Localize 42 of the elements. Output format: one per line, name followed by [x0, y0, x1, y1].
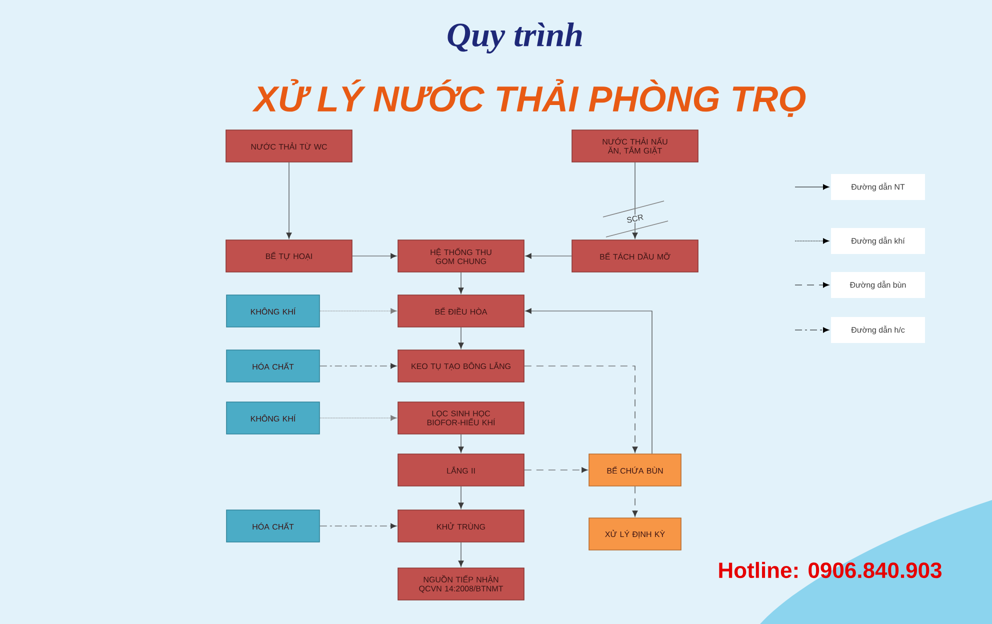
arrow: [458, 542, 464, 567]
process-box: HÓA CHẤT: [226, 510, 320, 542]
edge-label: SCR: [624, 212, 646, 224]
process-box: BỂ ĐIỀU HÒA: [398, 294, 524, 328]
arrow: [352, 253, 397, 259]
title: XỬ LÝ NƯỚC THẢI PHÒNG TRỌ: [252, 79, 806, 117]
hotline-text: Hotline: 0906.840.903: [719, 562, 942, 578]
arrow: [632, 486, 638, 517]
arrow: [458, 327, 464, 349]
arrow: [320, 415, 397, 421]
process-box: BỂ CHỨA BÙN: [588, 454, 682, 486]
process-box: KHÔNG KHÍ: [226, 294, 320, 328]
arrow: [320, 363, 397, 369]
arrow: [458, 272, 464, 294]
process-box: KHÔNG KHÍ: [226, 402, 320, 434]
legend-label: Đường dẫn khí: [831, 228, 925, 254]
arrow: [458, 486, 464, 509]
process-box: KEO TỤ TẠO BÔNG LẮNG: [398, 350, 524, 382]
process-box: BỂ TÁCH DẦU MỠ: [572, 240, 698, 272]
process-box: XỬ LÝ ĐỊNH KỲ: [588, 518, 682, 550]
legend-label: Đường dẫn NT: [831, 174, 925, 200]
process-box: NƯỚC THẢI NẤU ĂN, TẮM GIẶT: [572, 130, 698, 162]
process-box: HÓA CHẤT: [226, 350, 320, 382]
arrow: [286, 162, 292, 239]
process-box: KHỬ TRÙNG: [398, 510, 524, 542]
process-box: HỆ THỐNG THU GOM CHUNG: [398, 240, 524, 272]
arrow: [632, 162, 638, 239]
arrow: [524, 366, 638, 453]
arrow: [320, 523, 397, 529]
arrow: [320, 308, 397, 314]
process-box: LỌC SINH HỌC BIOFOR-HIẾU KHÍ: [398, 402, 524, 434]
subtitle: Quy trình: [448, 22, 582, 54]
arrow: [524, 467, 588, 473]
legend-label: Đường dẫn bùn: [831, 272, 925, 298]
arrow: [525, 308, 652, 454]
process-box: NƯỚC THẢI TỪ WC: [226, 130, 352, 162]
arrow: [525, 253, 572, 259]
arrow: [458, 434, 464, 453]
legend-label: Đường dẫn h/c: [831, 317, 925, 343]
process-box: LẮNG II: [398, 454, 524, 486]
process-box: NGUỒN TIẾP NHẬN QCVN 14:2008/BTNMT: [398, 568, 524, 600]
process-box: BỂ TỰ HOẠI: [226, 240, 352, 272]
